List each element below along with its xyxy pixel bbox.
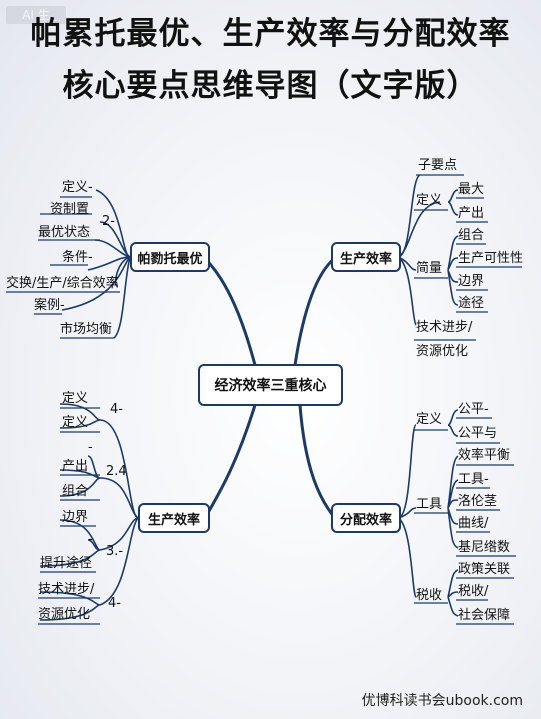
dist-item: 社会保障	[458, 608, 511, 623]
dist-item: 基尼绺数	[458, 540, 511, 555]
prod-right-item: 产出	[458, 206, 485, 221]
branch-pareto[interactable]: 帕勠托最优	[130, 242, 210, 272]
prod-left-item: 边界	[62, 510, 89, 525]
prod-left-item: -	[88, 532, 93, 547]
prod-left-item: 资源优化	[38, 607, 91, 622]
pareto-item: 交换/生产/综合效率	[6, 276, 119, 291]
dist-item: 洛伦茎	[458, 494, 498, 509]
watermark: AI 生	[6, 6, 66, 24]
prod-left-item: 定义	[62, 391, 89, 406]
footer-credit: 优博科读书会ubook.com	[361, 693, 523, 709]
dist-item: 工具-	[458, 472, 489, 487]
branch-production-right[interactable]: 生产效率	[331, 242, 401, 272]
center-node[interactable]: 经济效率三重核心	[198, 364, 343, 406]
prod-left-item: 技术进步/	[38, 582, 95, 597]
pareto-item: 市场均衡	[60, 322, 113, 337]
dist-item: 曲线/	[458, 516, 489, 531]
dist-item: 政策关联	[458, 562, 511, 577]
prod-right-item: 子要点	[418, 158, 458, 173]
prod-right-item: 资源优化	[416, 344, 469, 359]
dist-item: 工具	[416, 497, 443, 512]
prod-right-item: 生产可性性	[458, 251, 524, 266]
title-line-2: 核心要点思维导图（文字版）	[62, 68, 479, 104]
prod-right-item: 技术进步/	[416, 320, 473, 335]
dist-item: 税收	[416, 588, 443, 603]
branch-distribution[interactable]: 分配效率	[331, 503, 401, 533]
pareto-item: 2-	[102, 214, 115, 229]
pareto-item: 定义-	[62, 180, 93, 195]
pareto-item: 案例-	[34, 298, 65, 313]
prod-right-item: 途径	[458, 296, 485, 311]
link-center-pareto	[203, 257, 257, 366]
dist-item: 公平与	[458, 426, 498, 441]
prod-left-item: 组合	[62, 484, 89, 499]
prod-right-item: 简量	[416, 261, 443, 276]
prod-left-item: 4-	[110, 402, 123, 417]
prod-left-item: 提升途径	[40, 556, 93, 571]
prod-left-item: 2.4	[106, 464, 127, 479]
link-center-prod-left	[203, 404, 257, 519]
prod-right-item: 组合	[458, 228, 485, 243]
branch-production-left[interactable]: 生产效率	[138, 503, 210, 533]
prod-right-item: 定义	[416, 193, 443, 208]
prod-left-item: 定义	[62, 415, 89, 430]
dist-item: 税收/	[458, 584, 489, 599]
link-center-dist	[298, 404, 337, 519]
prod-left-item: 产出	[62, 459, 89, 474]
prod-left-item: -	[88, 440, 93, 455]
title-line-1: 帕累托最优、生产效率与分配效率	[30, 16, 511, 52]
dist-item: 效率平衡	[458, 448, 511, 463]
pareto-item: 条件-	[62, 250, 93, 265]
dist-item: 公平-	[458, 402, 489, 417]
pareto-item: 资制置	[50, 202, 90, 217]
link-center-prod-right	[293, 256, 336, 366]
prod-right-item: 最大	[458, 182, 485, 197]
prod-right-item: 边界	[458, 274, 485, 289]
prod-left-item: 3.-	[106, 544, 124, 559]
pareto-item: 最优状态	[38, 225, 91, 240]
prod-left-item: 4-	[108, 596, 121, 611]
dist-item: 定义	[416, 412, 443, 427]
